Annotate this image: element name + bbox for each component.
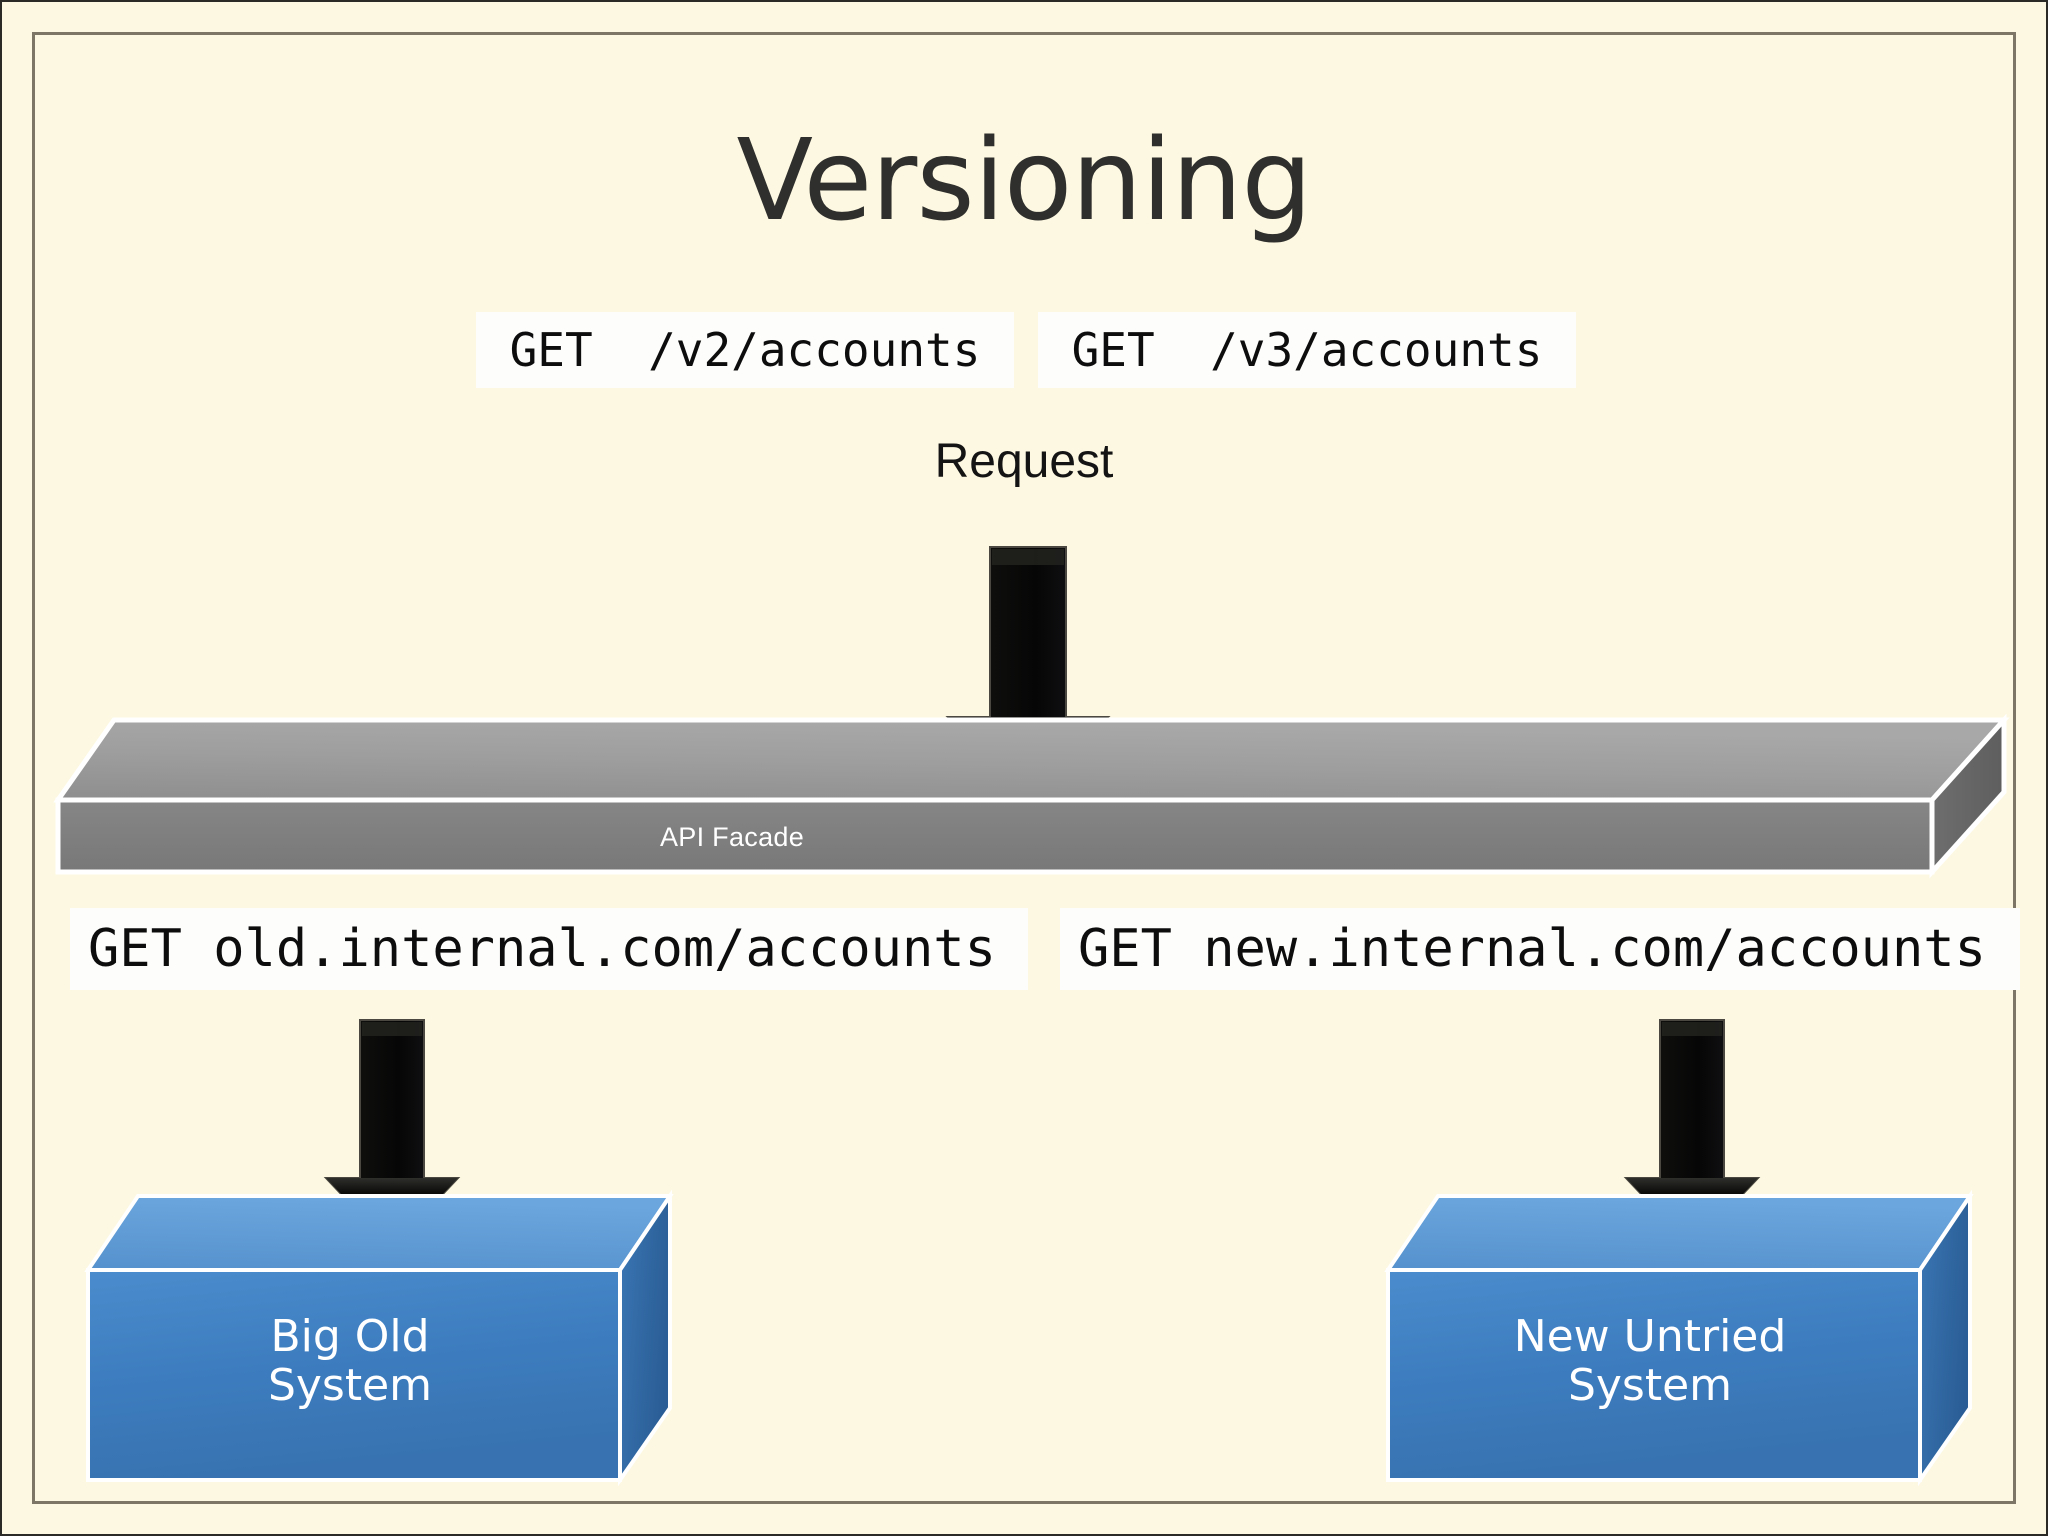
request-label: Request xyxy=(934,435,1114,488)
old-system-label-line1: Big Old xyxy=(270,1311,430,1362)
old-system-label: Big Old System xyxy=(80,1312,620,1411)
page-title: Versioning xyxy=(736,116,1312,246)
outgoing-code-old: GET old.internal.com/accounts xyxy=(70,908,1028,990)
request-code-v3: GET /v3/accounts xyxy=(1038,312,1576,388)
request-code-v3-text: GET /v3/accounts xyxy=(1071,323,1543,377)
new-system-label-line1: New Untried xyxy=(1513,1311,1787,1362)
outgoing-code-old-text: GET old.internal.com/accounts xyxy=(88,919,996,979)
api-facade-label: API Facade xyxy=(659,822,805,852)
request-code-v2: GET /v2/accounts xyxy=(476,312,1014,388)
old-system-shape xyxy=(80,1188,680,1488)
outgoing-code-new-text: GET new.internal.com/accounts xyxy=(1078,919,1986,979)
api-facade-shape xyxy=(42,714,2010,879)
request-code-v2-text: GET /v2/accounts xyxy=(509,323,981,377)
new-system-label-line2: System xyxy=(1567,1360,1733,1412)
outgoing-code-new: GET new.internal.com/accounts xyxy=(1060,908,2020,990)
new-system-shape xyxy=(1380,1188,1980,1488)
new-system-label: New Untried System xyxy=(1380,1312,1920,1411)
old-system-label-line2: System xyxy=(267,1360,433,1412)
